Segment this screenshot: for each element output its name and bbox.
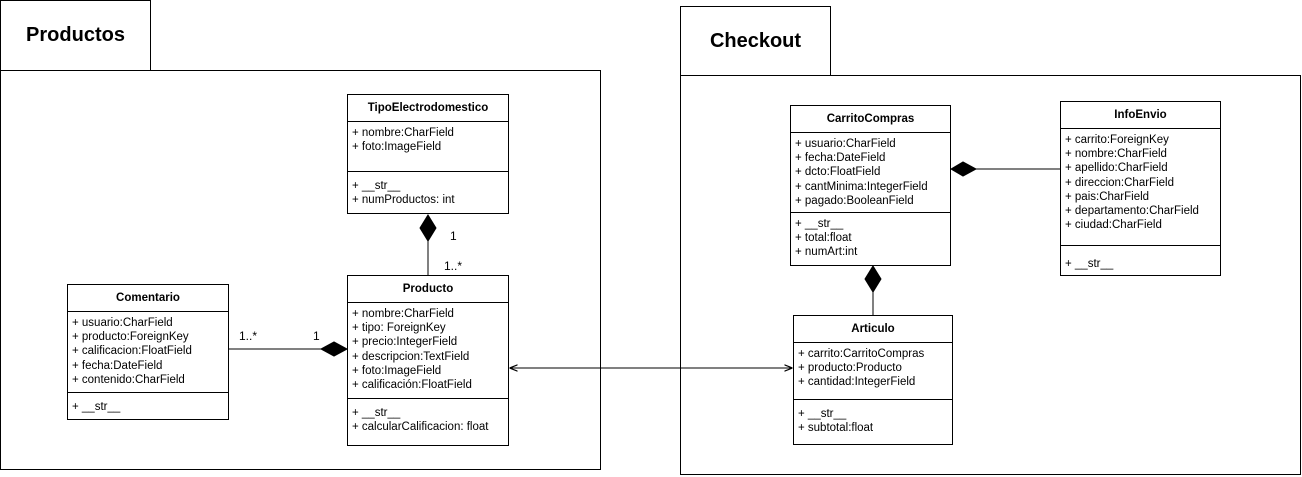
package-checkout-tab: Checkout [680, 6, 831, 76]
attribute: + usuario:CharField [795, 138, 896, 150]
attribute: + fecha:DateField [795, 152, 886, 165]
attribute: + carrito:CarritoCompras [798, 348, 925, 360]
attribute: + cantidad:IntegerField [798, 376, 916, 389]
attribute: + pagado:BooleanField [795, 194, 914, 207]
methods: + __str__ [68, 393, 228, 418]
methods: + __str__ + subtotal:float [794, 400, 952, 439]
method: + __str__ [352, 407, 401, 419]
attributes: + carrito:ForeignKey + nombre:CharField … [1061, 129, 1220, 246]
attribute: + precio:IntegerField [352, 336, 458, 349]
method: + numProductos: int [352, 194, 455, 207]
method: + subtotal:float [798, 422, 874, 435]
method: + __str__ [72, 401, 121, 413]
attributes: + nombre:CharField + foto:ImageField [348, 122, 508, 172]
package-checkout-title: Checkout [709, 29, 802, 52]
attribute: + nombre:CharField [352, 308, 454, 320]
attribute: + contenido:CharField [72, 373, 185, 386]
attribute: + foto:ImageField [352, 364, 442, 377]
package-productos-title: Productos [26, 24, 125, 46]
attributes: + usuario:CharField + producto:ForeignKe… [68, 312, 228, 393]
methods: + __str__ + numProductos: int [348, 172, 508, 211]
method: + __str__ [798, 408, 847, 420]
attribute: + descripcion:TextField [352, 350, 470, 363]
attribute: + foto:ImageField [352, 141, 442, 154]
attributes: + nombre:CharField + tipo: ForeignKey + … [348, 303, 508, 399]
method: + __str__ [795, 218, 844, 230]
attribute: + usuario:CharField [72, 317, 173, 329]
class-carrito-compras: CarritoCompras + usuario:CharField + fec… [790, 105, 951, 266]
package-productos-tab: Productos [0, 0, 151, 71]
methods: + __str__ [1061, 246, 1220, 275]
attribute: + nombre:CharField [352, 127, 454, 139]
attribute: + nombre:CharField [1065, 148, 1167, 161]
attributes: + usuario:CharField + fecha:DateField + … [791, 133, 950, 213]
multiplicity-tipo: 1 [450, 229, 457, 243]
methods: + __str__ + total:float + numArt:int [791, 213, 950, 264]
class-articulo: Articulo + carrito:CarritoCompras + prod… [793, 315, 953, 445]
method: + numArt:int [795, 246, 858, 259]
attribute: + calificacion:FloatField [72, 345, 192, 358]
attribute: + producto:ForeignKey [72, 331, 189, 344]
class-tipo-electrodomestico: TipoElectrodomestico + nombre:CharField … [347, 94, 509, 214]
attributes: + carrito:CarritoCompras + producto:Prod… [794, 343, 952, 400]
class-producto: Producto + nombre:CharField + tipo: Fore… [347, 275, 509, 446]
class-name: TipoElectrodomestico [348, 95, 508, 122]
multiplicity-comentario: 1..* [239, 329, 258, 343]
attribute: + calificación:FloatField [352, 379, 472, 392]
attribute: + tipo: ForeignKey [352, 322, 446, 335]
method: + __str__ [352, 180, 401, 192]
multiplicity-producto-left: 1 [313, 329, 320, 343]
class-name: Comentario [68, 285, 228, 312]
attribute: + fecha:DateField [72, 359, 163, 372]
multiplicity-producto-top: 1..* [444, 259, 463, 273]
methods: + __str__ + calcularCalificacion: float [348, 399, 508, 438]
attribute: + ciudad:CharField [1065, 219, 1162, 232]
class-name: CarritoCompras [791, 106, 950, 133]
attribute: + dcto:FloatField [795, 166, 881, 179]
method: + __str__ [1065, 258, 1114, 270]
class-comentario: Comentario + usuario:CharField + product… [67, 284, 229, 420]
class-name: InfoEnvio [1061, 102, 1220, 129]
attribute: + apellido:CharField [1065, 162, 1168, 175]
attribute: + cantMinima:IntegerField [795, 180, 928, 193]
class-name: Articulo [794, 316, 952, 343]
class-name: Producto [348, 276, 508, 303]
attribute: + carrito:ForeignKey [1065, 134, 1169, 146]
attribute: + pais:CharField [1065, 190, 1150, 203]
method: + calcularCalificacion: float [352, 421, 489, 434]
method: + total:float [795, 232, 852, 245]
class-info-envio: InfoEnvio + carrito:ForeignKey + nombre:… [1060, 101, 1221, 276]
attribute: + direccion:CharField [1065, 176, 1174, 189]
attribute: + departamento:CharField [1065, 205, 1199, 218]
attribute: + producto:Producto [798, 362, 902, 375]
